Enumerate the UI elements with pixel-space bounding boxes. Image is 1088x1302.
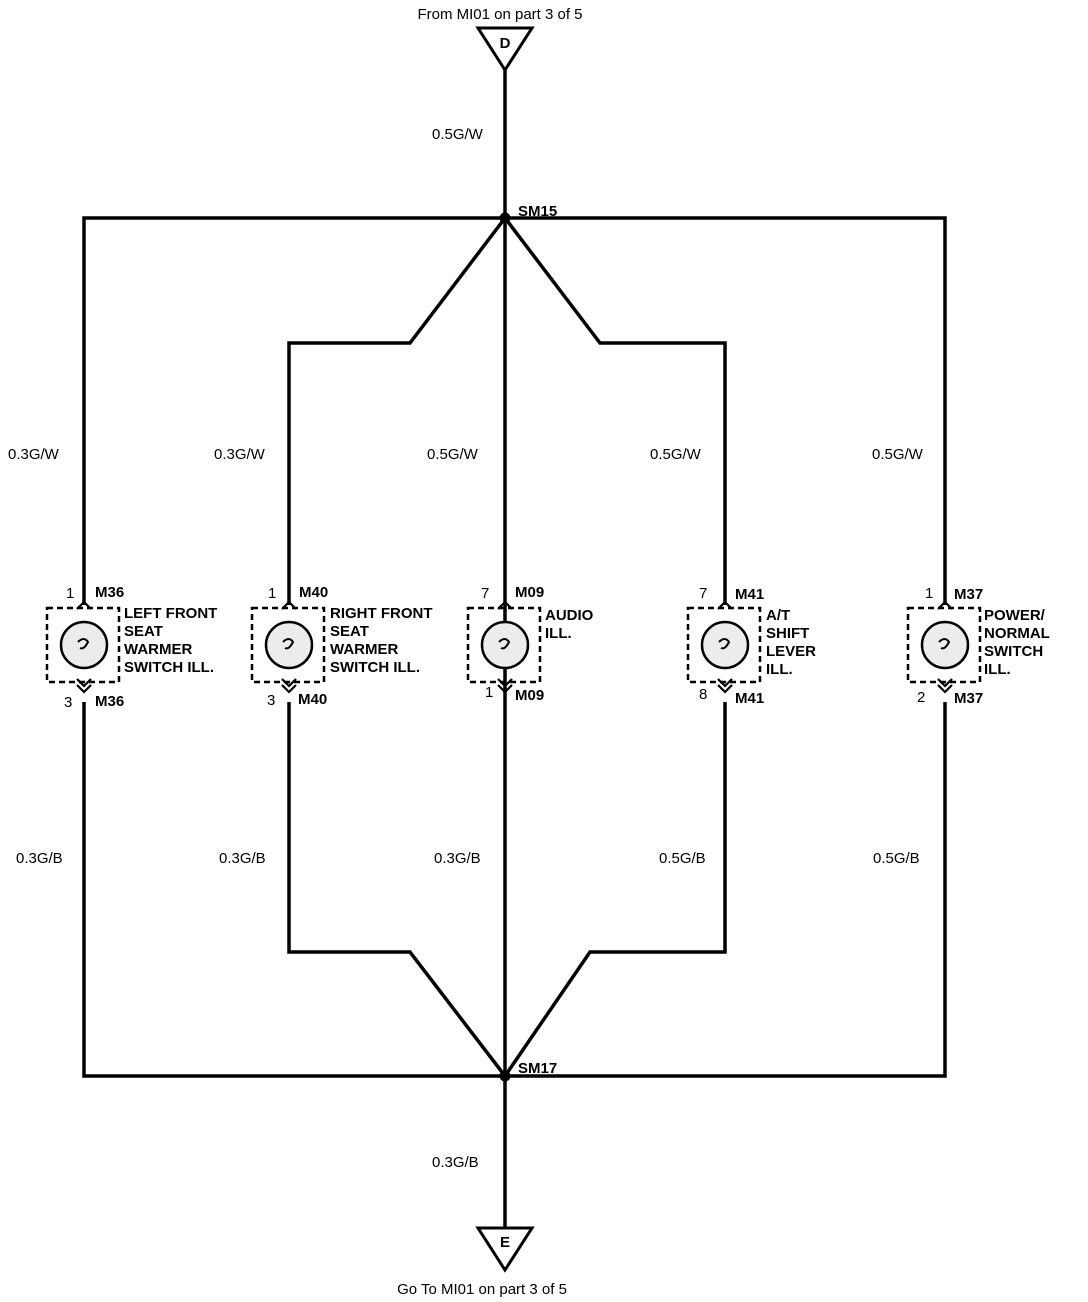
main-wire-top-label: 0.5G/W bbox=[432, 126, 484, 143]
connector-chevron-icon bbox=[937, 600, 953, 610]
top-splice-label: SM15 bbox=[518, 203, 557, 220]
lamp-housing bbox=[250, 606, 326, 684]
bottom-connector-triangle bbox=[475, 1226, 535, 1273]
wire-bottom-label: 0.3G/B bbox=[434, 850, 481, 867]
component-label-line: WARMER bbox=[124, 641, 192, 658]
branch-m37: 0.5G/W 0.5G/B 1 M37 2 M37 POWER/ NORMAL … bbox=[872, 446, 1050, 867]
filament-icon bbox=[718, 638, 731, 650]
connector-chevron-icon bbox=[76, 600, 92, 610]
pin-top: 1 bbox=[268, 585, 276, 602]
connector-top: M41 bbox=[735, 586, 764, 603]
pin-bottom: 8 bbox=[699, 686, 707, 703]
component-label-line: POWER/ bbox=[984, 607, 1046, 624]
bottom-outer-bus bbox=[82, 702, 947, 1078]
wire-top-label: 0.5G/W bbox=[872, 446, 924, 463]
main-wire-bottom-label: 0.3G/B bbox=[432, 1154, 479, 1171]
component-label-line: SWITCH ILL. bbox=[124, 659, 214, 676]
filament-icon bbox=[938, 638, 951, 650]
connector-chevron-icon bbox=[497, 678, 513, 694]
branch-m36: 0.3G/W 0.3G/B 1 M36 3 M36 LEFT FRONT SEA… bbox=[8, 446, 217, 867]
connector-top: M36 bbox=[95, 584, 124, 601]
component-label-line: SWITCH ILL. bbox=[330, 659, 420, 676]
top-inner-right-branch bbox=[503, 216, 727, 605]
pin-bottom: 1 bbox=[485, 684, 493, 701]
bottom-inner-left-branch bbox=[287, 702, 507, 1078]
connector-bottom: M09 bbox=[515, 687, 544, 704]
top-connector-triangle bbox=[475, 26, 535, 73]
pin-bottom: 3 bbox=[267, 692, 275, 709]
top-inner-left-branch bbox=[287, 216, 507, 605]
top-connector-caption: From MI01 on part 3 of 5 bbox=[417, 6, 582, 23]
component-label-line: LEFT FRONT bbox=[124, 605, 217, 622]
connector-chevron-icon bbox=[281, 600, 297, 610]
splice-sm17-dot bbox=[499, 1070, 511, 1082]
splice-sm15-dot bbox=[499, 212, 511, 224]
connector-chevron-icon bbox=[717, 678, 733, 694]
bottom-connector-caption: Go To MI01 on part 3 of 5 bbox=[397, 1281, 567, 1298]
wire-top-label: 0.5G/W bbox=[427, 446, 479, 463]
pin-bottom: 2 bbox=[917, 689, 925, 706]
lamp-housing bbox=[906, 606, 982, 684]
component-label-line: SEAT bbox=[124, 623, 163, 640]
component-label-line: ILL. bbox=[984, 661, 1011, 678]
connector-bottom: M40 bbox=[298, 691, 327, 708]
pin-top: 7 bbox=[699, 585, 707, 602]
wire-bottom-label: 0.3G/B bbox=[219, 850, 266, 867]
pin-top: 1 bbox=[66, 585, 74, 602]
lamp-housing bbox=[45, 606, 121, 684]
component-label-line: WARMER bbox=[330, 641, 398, 658]
component-label-line: SHIFT bbox=[766, 625, 809, 642]
lamp-bulb-icon bbox=[480, 620, 530, 670]
wire-top-label: 0.3G/W bbox=[214, 446, 266, 463]
connector-bottom: M36 bbox=[95, 693, 124, 710]
connector-chevron-icon bbox=[281, 678, 297, 694]
connector-chevron-icon bbox=[76, 678, 92, 694]
lamp-bulb-icon bbox=[700, 620, 750, 670]
bottom-connector-letter: E bbox=[500, 1234, 510, 1251]
bottom-inner-right-branch bbox=[503, 702, 727, 1077]
connector-bottom: M37 bbox=[954, 690, 983, 707]
top-connector-letter: D bbox=[500, 35, 511, 52]
component-label-line: RIGHT FRONT bbox=[330, 605, 433, 622]
connector-chevron-icon bbox=[717, 600, 733, 610]
component-label-line: LEVER bbox=[766, 643, 816, 660]
connector-top: M37 bbox=[954, 586, 983, 603]
component-label-line: SEAT bbox=[330, 623, 369, 640]
wire-top-label: 0.5G/W bbox=[650, 446, 702, 463]
filament-icon bbox=[282, 638, 295, 650]
branch-m41: 0.5G/W 0.5G/B 7 M41 8 M41 A/T SHIFT LEVE… bbox=[650, 446, 816, 867]
component-label-line: A/T bbox=[766, 607, 790, 624]
connector-top: M09 bbox=[515, 584, 544, 601]
lamp-housing bbox=[686, 606, 762, 684]
pin-top: 7 bbox=[481, 585, 489, 602]
lamp-bulb-icon bbox=[59, 620, 109, 670]
connector-top: M40 bbox=[299, 584, 328, 601]
component-label-line: SWITCH bbox=[984, 643, 1043, 660]
pin-top: 1 bbox=[925, 585, 933, 602]
wire-bottom-label: 0.3G/B bbox=[16, 850, 63, 867]
component-label-line: ILL. bbox=[766, 661, 793, 678]
lamp-housing bbox=[466, 606, 542, 684]
component-label-line: ILL. bbox=[545, 625, 572, 642]
pin-bottom: 3 bbox=[64, 694, 72, 711]
wire-top-label: 0.3G/W bbox=[8, 446, 60, 463]
branch-m40: 0.3G/W 0.3G/B 1 M40 3 M40 RIGHT FRONT SE… bbox=[214, 446, 433, 867]
connector-chevron-icon bbox=[497, 600, 513, 610]
top-outer-bus bbox=[82, 216, 947, 605]
filament-icon bbox=[498, 638, 511, 650]
filament-icon bbox=[77, 638, 90, 650]
connector-chevron-icon bbox=[937, 678, 953, 694]
branch-m09: 0.5G/W 0.3G/B 7 M09 1 M09 AUDIO ILL. bbox=[427, 446, 594, 867]
component-label-line: AUDIO bbox=[545, 607, 594, 624]
lamp-bulb-icon bbox=[264, 620, 314, 670]
connector-bottom: M41 bbox=[735, 690, 764, 707]
component-label-line: NORMAL bbox=[984, 625, 1050, 642]
bottom-splice-label: SM17 bbox=[518, 1060, 557, 1077]
wire-bottom-label: 0.5G/B bbox=[873, 850, 920, 867]
wire-bottom-label: 0.5G/B bbox=[659, 850, 706, 867]
lamp-bulb-icon bbox=[920, 620, 970, 670]
